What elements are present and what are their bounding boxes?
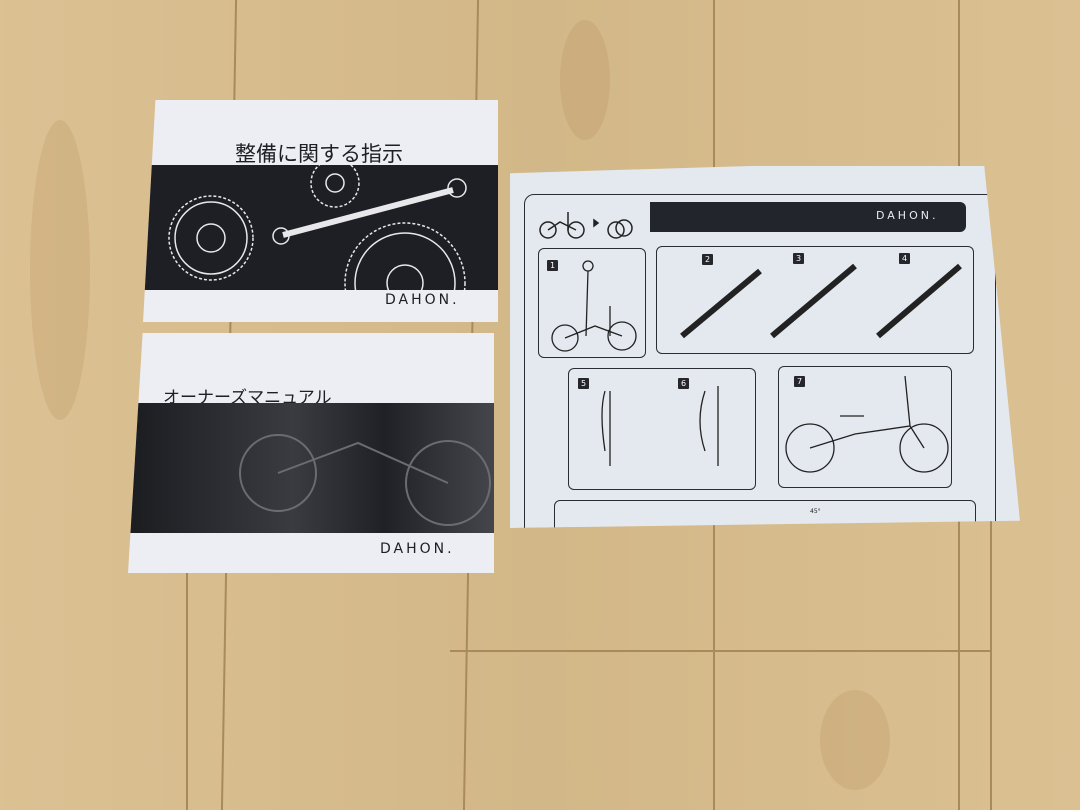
step-number: 7 [794, 376, 805, 387]
header-band [650, 202, 966, 232]
gear-illustration-band [143, 158, 498, 322]
angle-label: 45° [810, 508, 821, 515]
step-panel-5-6 [568, 368, 756, 490]
step-number: 6 [678, 378, 689, 389]
photo-band [128, 403, 494, 533]
floor-seam [990, 520, 992, 810]
step-panel-7 [778, 366, 952, 488]
wood-grain [820, 690, 890, 790]
step-number: 2 [702, 254, 713, 265]
maintenance-booklet: 整備に関する指示 DAHON. [143, 100, 498, 322]
dahon-logo: DAHON. [380, 541, 455, 557]
step-number: 4 [899, 253, 910, 264]
bicycle-photo [239, 434, 491, 526]
dahon-logo: DAHON. [876, 209, 939, 222]
step-number: 1 [547, 260, 558, 271]
step-number: 5 [578, 378, 589, 389]
chainring-wrench-icon [168, 158, 467, 322]
owners-manual-booklet: オーナーズマニュアル DAHON. [128, 333, 494, 573]
step-number: 3 [793, 253, 804, 264]
wood-grain [30, 120, 90, 420]
floor-seam [186, 570, 188, 810]
floor-seam [450, 650, 990, 652]
step-panel-next [554, 500, 976, 528]
booklet-title: 整備に関する指示 [235, 142, 403, 166]
step-panel-2-4 [656, 246, 974, 354]
bike-fold-icon [539, 212, 633, 239]
sheet-border [524, 194, 996, 528]
dahon-logo: DAHON. [385, 292, 460, 308]
step-illustrations [551, 260, 962, 473]
folding-instruction-sheet: DAHON. 1 2 3 4 5 6 7 45° [510, 166, 1020, 528]
wood-grain [560, 20, 610, 140]
step-panel-1 [538, 248, 646, 358]
